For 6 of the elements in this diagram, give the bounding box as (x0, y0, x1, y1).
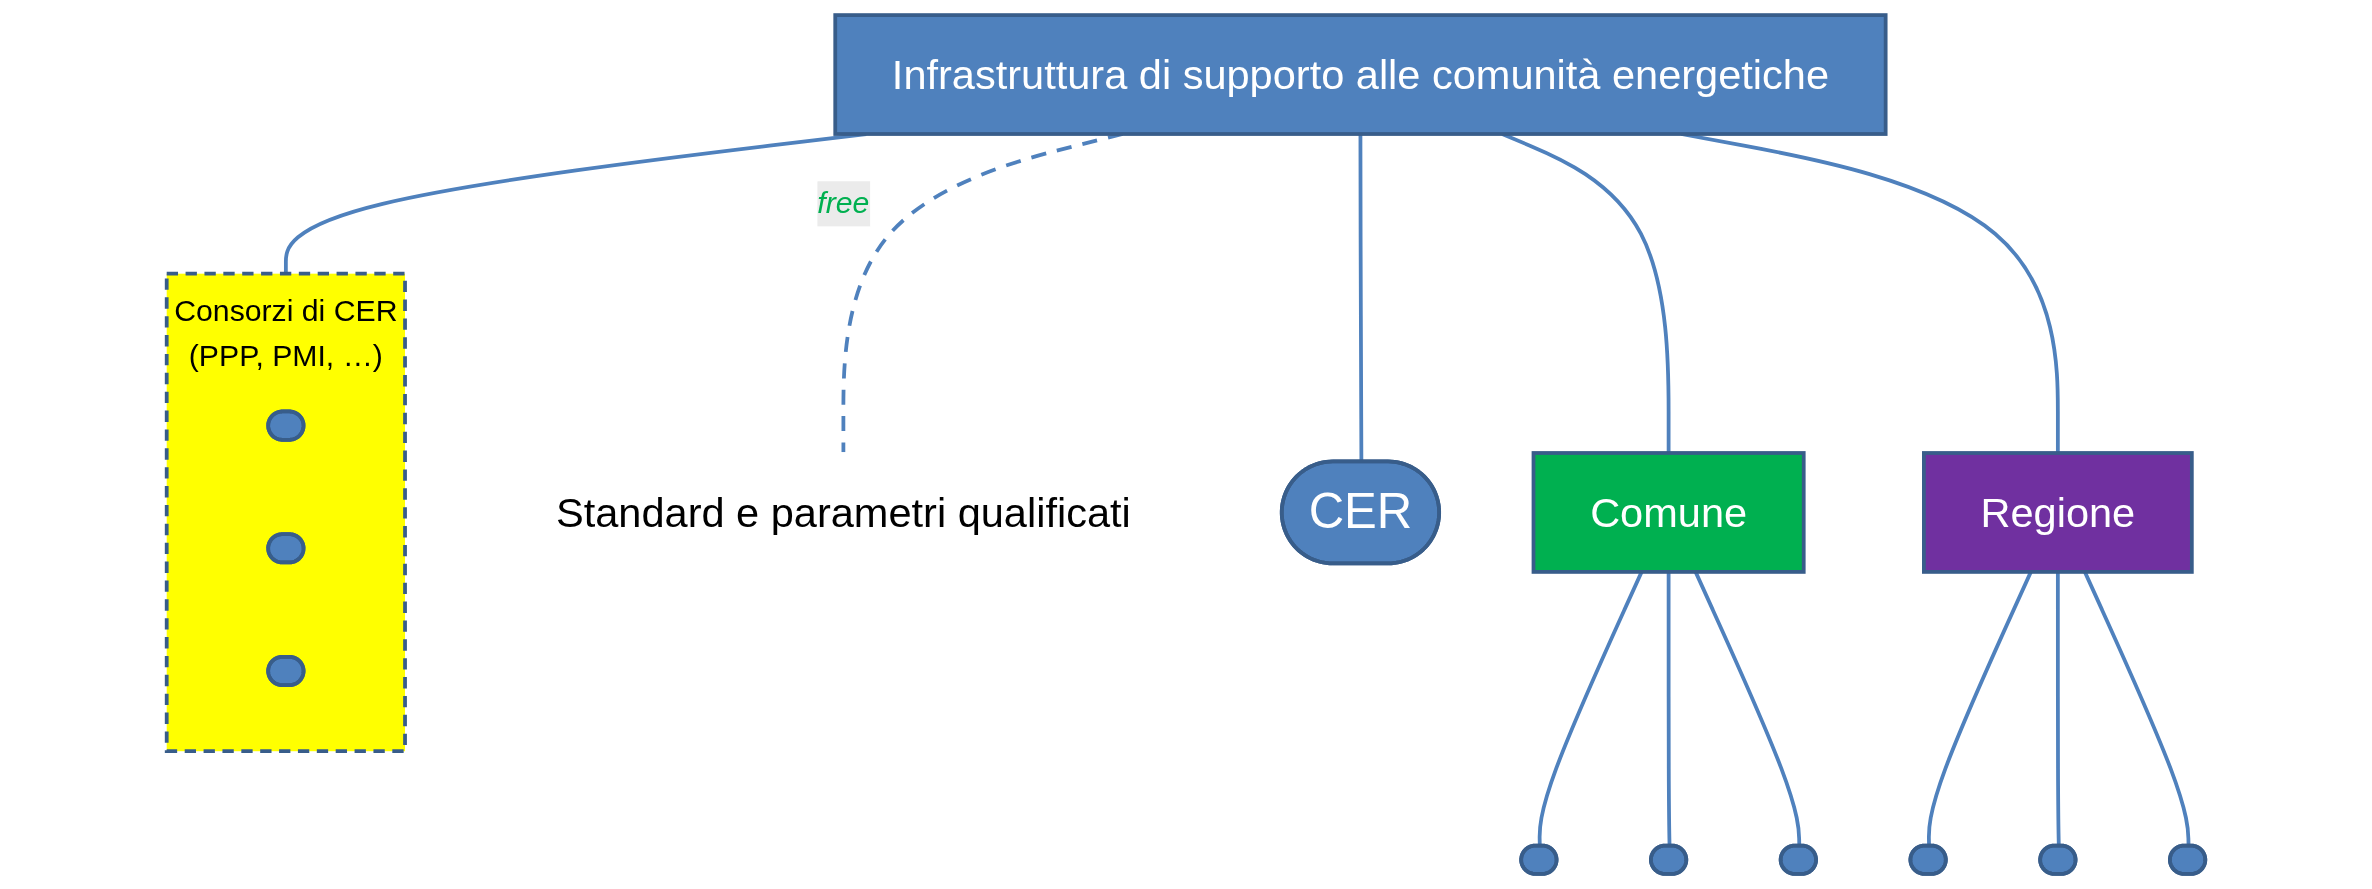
cluster: Consorzi di CER (PPP, PMI, …) (164, 271, 407, 754)
node-text: Standard e parametri qualificati (556, 488, 1131, 537)
node-box: Comune (1531, 451, 1806, 574)
node-box: Infrastruttura di supporto alle comunità energetiche (833, 13, 1888, 136)
node-box: Regione (1922, 451, 2194, 574)
edge-label: free (817, 186, 870, 219)
